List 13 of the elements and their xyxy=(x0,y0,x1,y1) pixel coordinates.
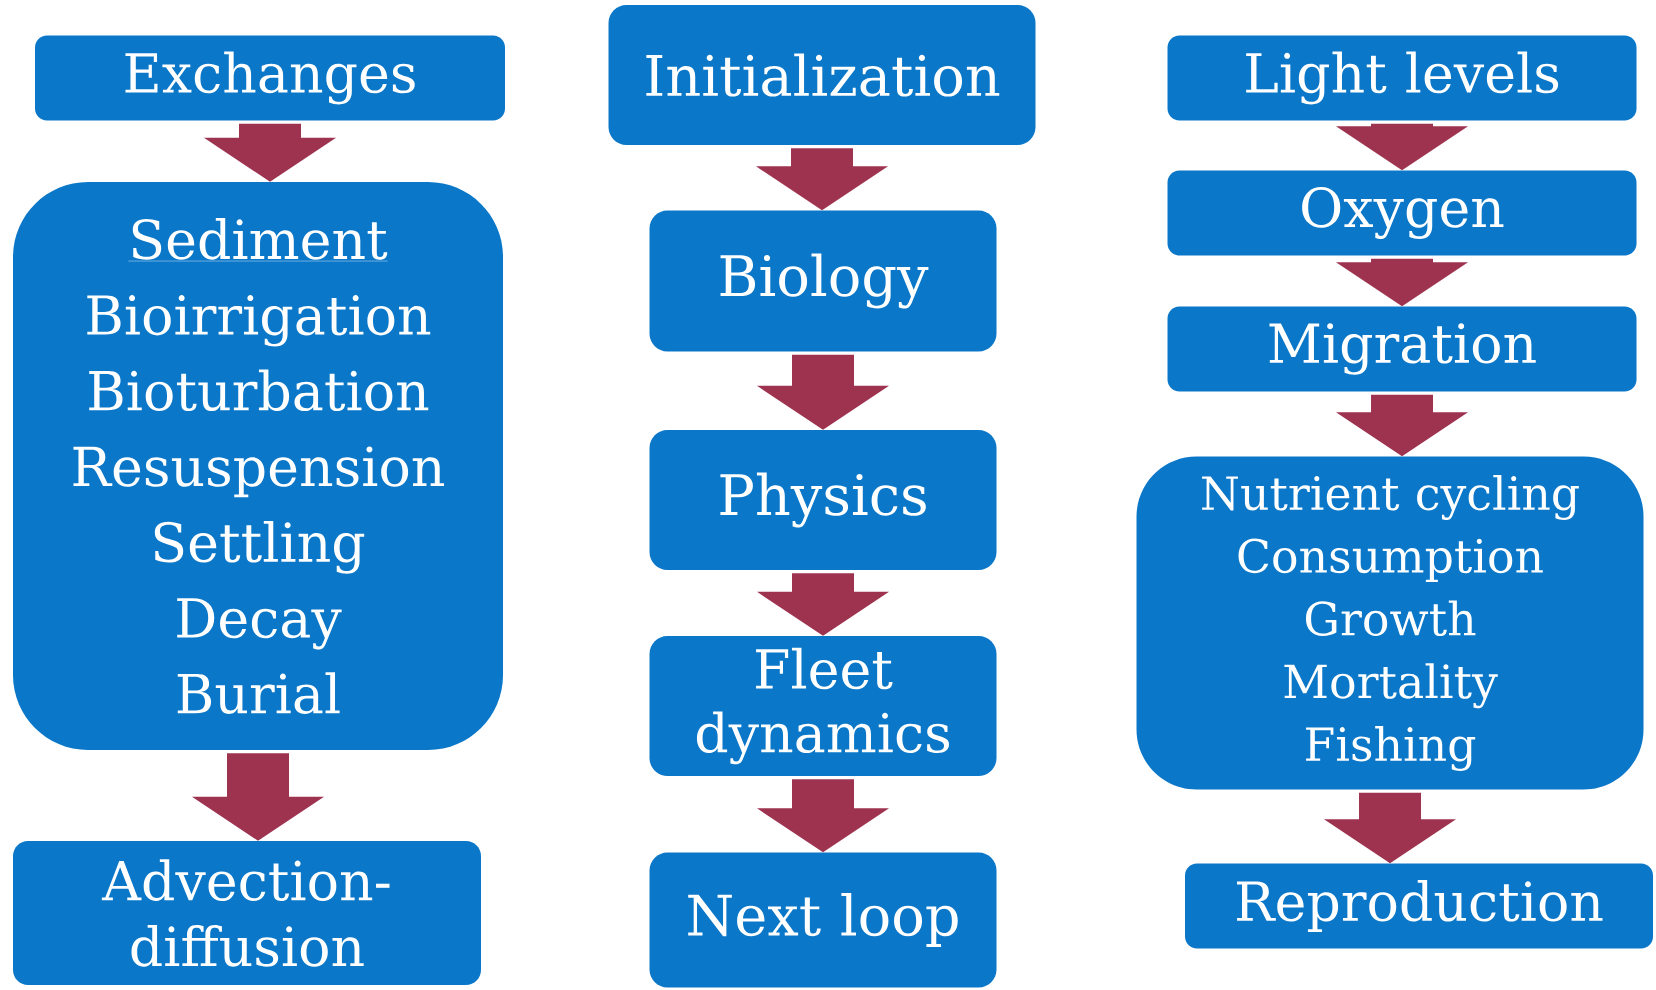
process-box: Reproduction xyxy=(1185,863,1653,949)
process-box: Biology xyxy=(649,210,997,352)
process-box: Light levels xyxy=(1167,35,1637,121)
process-box: Fleet dynamics xyxy=(649,636,997,776)
process-box: Physics xyxy=(649,430,997,570)
process-box: Advection- diffusion xyxy=(13,841,481,985)
process-box: Next loop xyxy=(649,852,997,988)
process-box: Nutrient cycling Consumption Growth Mortality Fishing xyxy=(1136,456,1644,790)
process-box: Initialization xyxy=(608,5,1036,145)
process-box: Oxygen xyxy=(1167,170,1637,256)
process-box: Migration xyxy=(1167,306,1637,392)
process-box: Exchanges xyxy=(35,35,505,121)
process-box: Sediment Bioirrigation Bioturbation Resuspension Settling Decay Burial xyxy=(13,182,503,750)
